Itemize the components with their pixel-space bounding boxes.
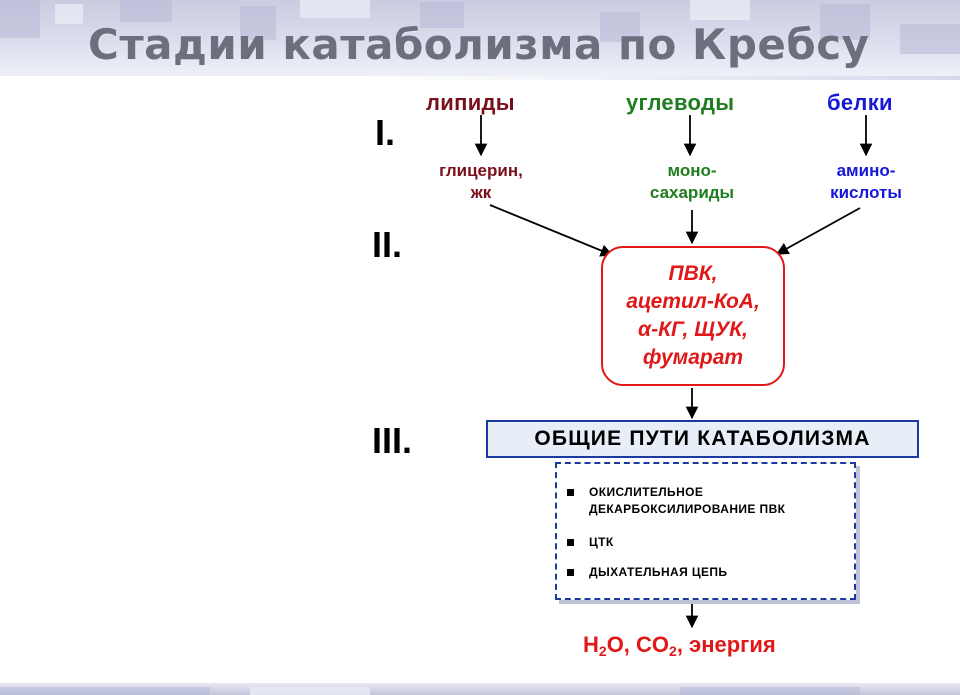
list-item-line2: ДЕКАРБОКСИЛИРОВАНИЕ ПВК	[589, 502, 786, 516]
product-lipids-line1: глицерин,	[439, 161, 523, 180]
header-decor-square	[600, 12, 640, 42]
square-bullet-icon	[567, 489, 574, 496]
result-o-co: O, CO	[606, 632, 670, 657]
result-energy: , энергия	[676, 632, 776, 657]
square-bullet-icon	[567, 539, 574, 546]
square-bullet-icon	[567, 569, 574, 576]
product-carbs-line2: сахариды	[649, 183, 735, 202]
header-decor-square	[0, 0, 40, 38]
header-decor-square	[900, 24, 960, 54]
intermediates-line3-rest: -КГ, ЩУК,	[651, 318, 748, 341]
stage-label-1: I.	[375, 112, 396, 153]
footer-band	[0, 683, 960, 695]
stage-label-3: III.	[372, 420, 413, 461]
product-lipids-line2: жк	[470, 183, 492, 202]
header-decor-square	[300, 0, 370, 18]
product-proteins: амино- кислоты	[810, 160, 922, 204]
product-carbs: моно- сахариды	[632, 160, 752, 204]
stage-label-2: II.	[372, 224, 403, 265]
header-decor-square	[820, 4, 870, 40]
common-pathways-label: ОБЩИЕ ПУТИ КАТАБОЛИЗМА	[534, 427, 871, 450]
footer-decor-bar	[0, 687, 210, 695]
final-products: H2O, CO2, энергия	[583, 632, 776, 659]
header-decor-square	[420, 2, 464, 28]
common-pathways-box: ОБЩИЕ ПУТИ КАТАБОЛИЗМА	[486, 420, 919, 458]
product-lipids: глицерин, жк	[421, 160, 541, 204]
list-item-line1: ОКИСЛИТЕЛЬНОЕ	[589, 485, 704, 499]
header-decor-square	[690, 0, 750, 20]
arrow-lipid-products-to-box	[489, 204, 614, 257]
source-lipids: липиды	[426, 90, 515, 115]
intermediates-line4: фумарат	[642, 346, 744, 369]
footer-decor-bar	[680, 687, 860, 695]
alpha-symbol: α	[638, 318, 652, 341]
source-carbs: углеводы	[626, 90, 735, 115]
header-decor-square	[240, 6, 276, 40]
header-decor-square	[120, 0, 172, 22]
header-underline	[368, 76, 960, 80]
result-h: H	[583, 632, 599, 657]
footer-decor-bar	[250, 687, 370, 695]
arrow-protein-products-to-box	[775, 207, 861, 255]
page-title: Стадии катаболизма по Кребсу	[88, 20, 870, 69]
source-proteins: белки	[827, 90, 893, 115]
product-proteins-line2: кислоты	[830, 183, 902, 202]
result-h2-subscript: 2	[598, 643, 607, 659]
intermediates-box: ПВК, ацетил-КоА, α-КГ, ЩУК, фумарат	[601, 246, 785, 386]
product-carbs-line1: моно-	[667, 161, 717, 180]
list-item-line1: ДЫХАТЕЛЬНАЯ ЦЕПЬ	[589, 565, 728, 579]
intermediates-line3: α-КГ, ЩУК,	[638, 316, 748, 344]
result-co2-subscript: 2	[669, 643, 677, 659]
product-proteins-line1: амино-	[836, 161, 896, 180]
header-decor-square	[55, 4, 83, 24]
header-band: Стадии катаболизма по Кребсу	[0, 0, 960, 76]
intermediates-line1: ПВК,	[668, 262, 718, 285]
pathways-list: ОКИСЛИТЕЛЬНОЕ ДЕКАРБОКСИЛИРОВАНИЕ ПВК ЦТ…	[555, 462, 856, 600]
list-item-line1: ЦТК	[589, 535, 614, 549]
intermediates-line2: ацетил-КоА,	[626, 290, 760, 313]
